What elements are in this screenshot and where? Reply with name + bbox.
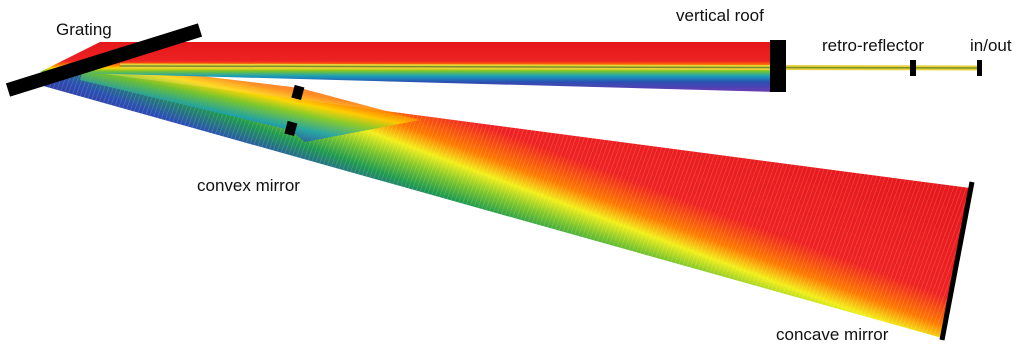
vertical-roof-label: vertical roof	[676, 6, 764, 25]
input-beam-core	[119, 65, 983, 69]
convex-mirror-upper	[291, 84, 305, 101]
beam-texture	[22, 68, 970, 338]
grating-label: Grating	[56, 20, 112, 39]
beam-at-convex-mirror	[80, 62, 420, 142]
concave-mirror	[939, 181, 975, 341]
retro-reflector	[910, 60, 916, 76]
convex-mirror-lower	[284, 120, 298, 137]
convex-mirror-label: convex mirror	[197, 176, 300, 195]
retro-reflector-label: retro-reflector	[822, 36, 925, 55]
concave-mirror-label: concave mirror	[776, 325, 889, 344]
grating	[5, 23, 203, 97]
in-out-label: in/out	[970, 36, 1012, 55]
vertical-roof	[770, 40, 786, 92]
in-out-port	[977, 60, 982, 76]
